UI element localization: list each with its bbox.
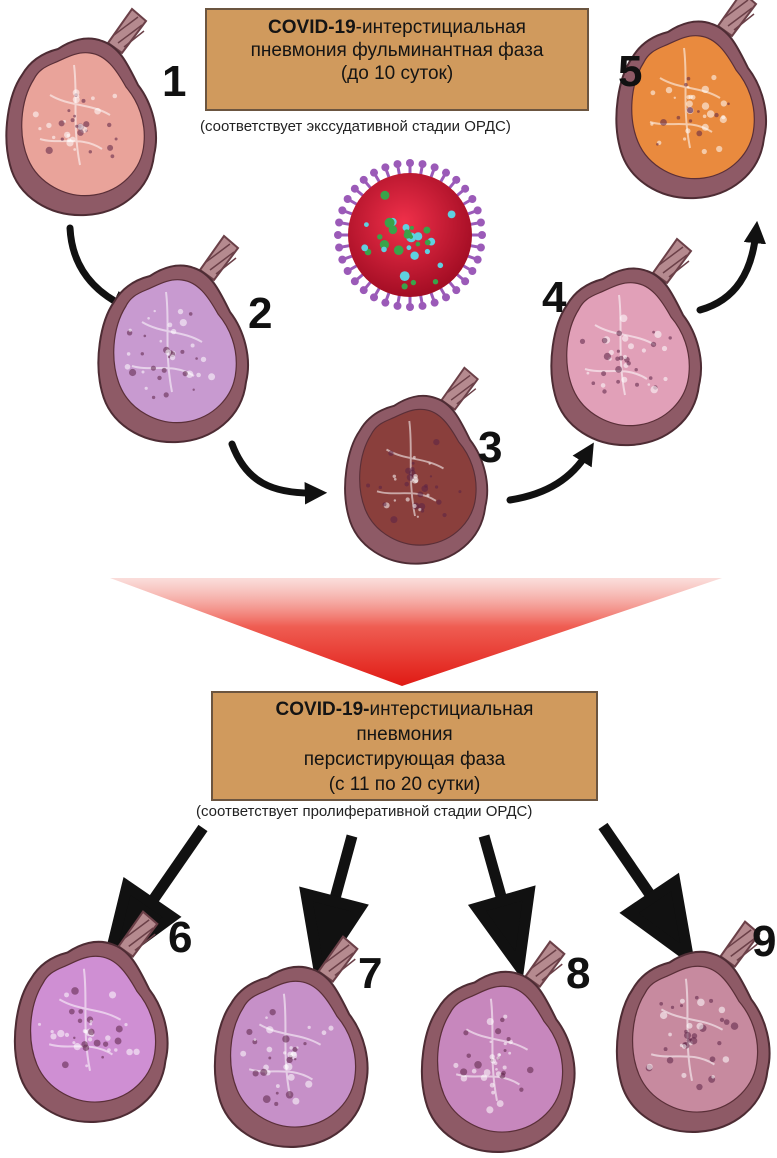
phase1-title-rest: -интерстициальная (356, 17, 526, 38)
phase1-line3: (до 10 суток) (207, 62, 587, 85)
arrow-to-8 (484, 836, 502, 900)
lung-section-icon (551, 239, 701, 445)
arrow-2-to-3 (232, 444, 316, 493)
stage-number-2: 2 (248, 292, 272, 336)
lung-section-icon (98, 236, 248, 442)
arrow-to-6 (149, 828, 203, 906)
phase1-box: COVID-19-интерстициальная пневмония фуль… (205, 8, 589, 111)
arrow-4-to-5 (700, 232, 756, 310)
stage-number-7: 7 (358, 952, 382, 996)
phase2-line4: (с 11 по 20 сутки) (213, 772, 596, 797)
phase2-caption: (соответствует пролиферативной стадии ОР… (196, 803, 532, 820)
arrow-to-7 (334, 836, 352, 902)
branch-arrows (108, 826, 688, 970)
phase2-box: COVID-19-интерстициальная пневмония перс… (211, 691, 598, 801)
lung-section-icon (15, 912, 168, 1122)
lung-section-icon (345, 368, 487, 564)
stage-number-3: 3 (478, 426, 502, 470)
lung-section-icon (422, 942, 575, 1152)
stage-number-6: 6 (168, 916, 192, 960)
lung-section-icon (215, 937, 368, 1147)
lung-section-icon (617, 922, 770, 1132)
stage-number-8: 8 (566, 952, 590, 996)
arrow-1-to-2 (70, 228, 124, 306)
stage-number-4: 4 (542, 276, 566, 320)
phase1-line2: пневмония фульминантная фаза (207, 39, 587, 62)
stage-number-5: 5 (618, 50, 642, 94)
arrow-to-9 (603, 826, 651, 896)
phase2-title-rest: интерстициальная (370, 699, 534, 720)
lung-section-icon (6, 9, 156, 215)
phase2-line2: пневмония (213, 722, 596, 747)
phase2-line3: персистирующая фаза (213, 747, 596, 772)
arrow-3-to-4 (510, 452, 588, 500)
phase2-title-bold: COVID-19- (276, 699, 370, 720)
phase1-title-bold: COVID-19 (268, 17, 356, 38)
phase1-caption: (соответствует экссудативной стадии ОРДС… (200, 118, 511, 135)
stage-number-1: 1 (162, 60, 186, 104)
funnel-arrow-icon (110, 578, 722, 686)
lung-section-icon (616, 0, 766, 198)
coronavirus-icon (334, 159, 486, 311)
stage-number-9: 9 (752, 920, 776, 964)
